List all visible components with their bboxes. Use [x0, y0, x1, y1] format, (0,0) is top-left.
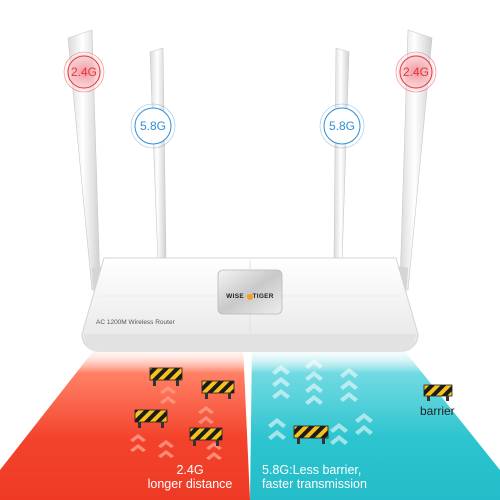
badge-label-24g-left: 2.4G — [70, 65, 97, 79]
badge-58g-right — [319, 103, 365, 149]
router-body — [81, 257, 419, 352]
barrier-icon — [149, 367, 183, 386]
antenna-right-inner — [333, 47, 350, 263]
signal-arrows-24g — [130, 386, 222, 460]
router-logo: WISE ● TIGER — [226, 293, 274, 300]
panel-58g-caption: 5.8G:Less barrier, faster transmission — [262, 463, 402, 491]
signal-arrows-58g — [268, 359, 373, 445]
legend-barrier-icon — [423, 384, 453, 401]
badge-24g-left — [62, 50, 106, 94]
badge-24g-right — [394, 50, 438, 94]
panel-24g-caption: 2.4G longer distance — [140, 463, 240, 491]
panel-58g-line1: 5.8G:Less barrier, — [262, 463, 362, 477]
barrier-icon — [134, 409, 168, 428]
panel-24g-line2: longer distance — [147, 477, 233, 491]
router-model: AC 1200M Wireless Router — [96, 319, 175, 326]
legend-label: barrier — [420, 404, 455, 418]
panel-58g-line2: faster transmission — [262, 477, 367, 491]
panel-58g — [250, 345, 500, 500]
badge-58g-left — [130, 103, 176, 149]
barrier-icon — [293, 425, 329, 444]
barrier-icon — [189, 427, 223, 446]
panel-24g-line1: 2.4G — [176, 463, 204, 477]
antenna-left-inner — [149, 47, 167, 263]
badge-label-24g-right: 2.4G — [402, 65, 429, 79]
panel-24g — [0, 345, 250, 500]
brand-left: WISE — [226, 293, 244, 300]
badge-label-58g-left: 5.8G — [139, 119, 166, 133]
barrier-icon — [201, 380, 235, 399]
badge-label-58g-right: 5.8G — [328, 119, 355, 133]
brand-right: TIGER — [252, 293, 274, 300]
